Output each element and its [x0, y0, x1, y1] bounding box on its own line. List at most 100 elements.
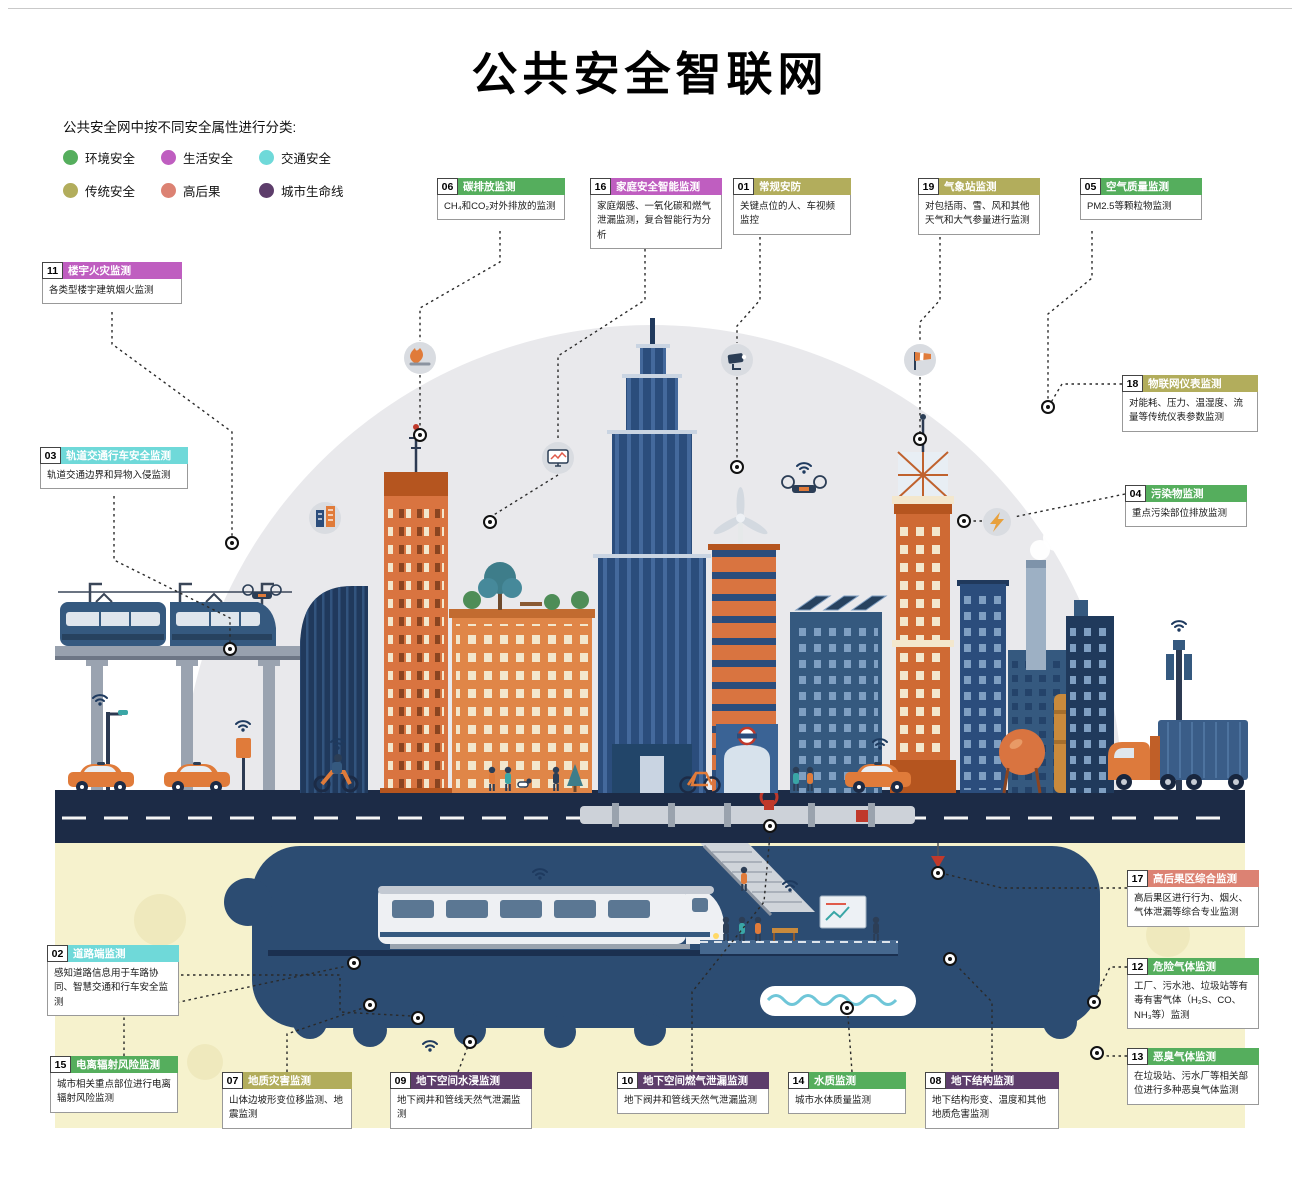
- legend-item-traffic: 交通安全: [259, 148, 399, 167]
- spark-icon: [983, 508, 1011, 536]
- callout-title: 地质灾害监测: [243, 1072, 352, 1089]
- callout-number: 08: [925, 1072, 946, 1089]
- callout-desc: CH₄和CO₂对外排放的监测: [437, 195, 565, 221]
- callout-desc: 各类型楼宇建筑烟火监测: [42, 279, 182, 305]
- curved-building: [300, 586, 368, 793]
- callout-desc: PM2.5等颗粒物监测: [1080, 195, 1202, 221]
- callout-number: 09: [390, 1072, 411, 1089]
- callout-desc: 工厂、污水池、垃圾站等有毒有害气体（H₂S、CO、NH₃等）监测: [1127, 975, 1259, 1029]
- callout-title: 地下空间水浸监测: [411, 1072, 532, 1089]
- legend-color-dot: [63, 150, 78, 165]
- callout-desc: 地下阀井和管线天然气泄漏监测: [390, 1089, 532, 1129]
- callout-desc: 对包括雨、雪、风和其他天气和大气参量进行监测: [918, 195, 1040, 235]
- callout-number: 10: [617, 1072, 638, 1089]
- monorail: [55, 582, 305, 790]
- legend-color-dot: [259, 183, 274, 198]
- escalator: [700, 843, 815, 917]
- callout-number: 04: [1125, 485, 1146, 502]
- callout-desc: 感知道路信息用于车路协同、智慧交通和行车安全监测: [47, 962, 179, 1016]
- legend-label: 生活安全: [183, 152, 234, 166]
- callout-number: 03: [40, 447, 61, 464]
- callout-title: 电离辐射风险监测: [71, 1056, 178, 1073]
- callout-number: 16: [590, 178, 611, 195]
- truck: [1108, 720, 1248, 790]
- callout-number: 13: [1127, 1048, 1148, 1065]
- legend-label: 高后果: [183, 185, 221, 199]
- roadside-sign: [242, 740, 245, 790]
- callout-title: 道路端监测: [68, 945, 179, 962]
- callout-desc: 城市相关重点部位进行电离辐射风险监测: [50, 1073, 178, 1113]
- callout-title: 地下空间燃气泄漏监测: [638, 1072, 769, 1089]
- callout-number: 05: [1080, 178, 1101, 195]
- legend-item-env: 环境安全: [63, 148, 161, 167]
- callout-title: 危险气体监测: [1148, 958, 1259, 975]
- blue-building: [957, 580, 1009, 793]
- legend-item-traditional: 传统安全: [63, 181, 161, 200]
- dog: [517, 778, 532, 788]
- carbon-emission-icon: [404, 342, 436, 374]
- callout-number: 12: [1127, 958, 1148, 975]
- street-lamp: [106, 712, 110, 790]
- roof-garden-building: [449, 562, 595, 793]
- callout-title: 气象站监测: [939, 178, 1040, 195]
- callout-title: 轨道交通行车安全监测: [61, 447, 188, 464]
- legend-color-dot: [161, 150, 176, 165]
- clock-tower: [890, 414, 956, 793]
- callout-desc: 高后果区进行行为、烟火、气体泄漏等综合专业监测: [1127, 887, 1259, 927]
- callout-desc: 城市水体质量监测: [788, 1089, 906, 1115]
- blue-highrise: [1066, 600, 1114, 793]
- central-skyscraper: [593, 318, 711, 793]
- platform: [700, 880, 898, 954]
- home-monitor-icon: [542, 442, 574, 474]
- callout-number: 06: [437, 178, 458, 195]
- light-rail-train: [60, 592, 276, 646]
- callout-desc: 轨道交通边界和异物入侵监测: [40, 464, 188, 490]
- callout-number: 07: [222, 1072, 243, 1089]
- legend-color-dot: [259, 150, 274, 165]
- callout-desc: 家庭烟感、一氧化碳和燃气泄漏监测，复合智能行为分析: [590, 195, 722, 249]
- callout-title: 高后果区综合监测: [1148, 870, 1259, 887]
- callout-number: 18: [1122, 375, 1143, 392]
- callout-title: 恶臭气体监测: [1148, 1048, 1259, 1065]
- building-sensor-icon: [309, 502, 341, 534]
- callout-number: 19: [918, 178, 939, 195]
- callout-desc: 重点污染部位排放监测: [1125, 502, 1247, 528]
- bicycle: [679, 771, 721, 794]
- callout-number: 11: [42, 262, 63, 279]
- callout-title: 污染物监测: [1146, 485, 1247, 502]
- callout-title: 地下结构监测: [946, 1072, 1059, 1089]
- legend-label: 城市生命线: [281, 185, 344, 199]
- orange-tower: [380, 424, 452, 793]
- top-divider: [8, 8, 1292, 9]
- motorbike: [313, 754, 359, 793]
- water-zone: [760, 986, 916, 1016]
- pipeline-valve-2: [856, 810, 868, 822]
- legend-label: 环境安全: [85, 152, 136, 166]
- callout-number: 02: [47, 945, 68, 962]
